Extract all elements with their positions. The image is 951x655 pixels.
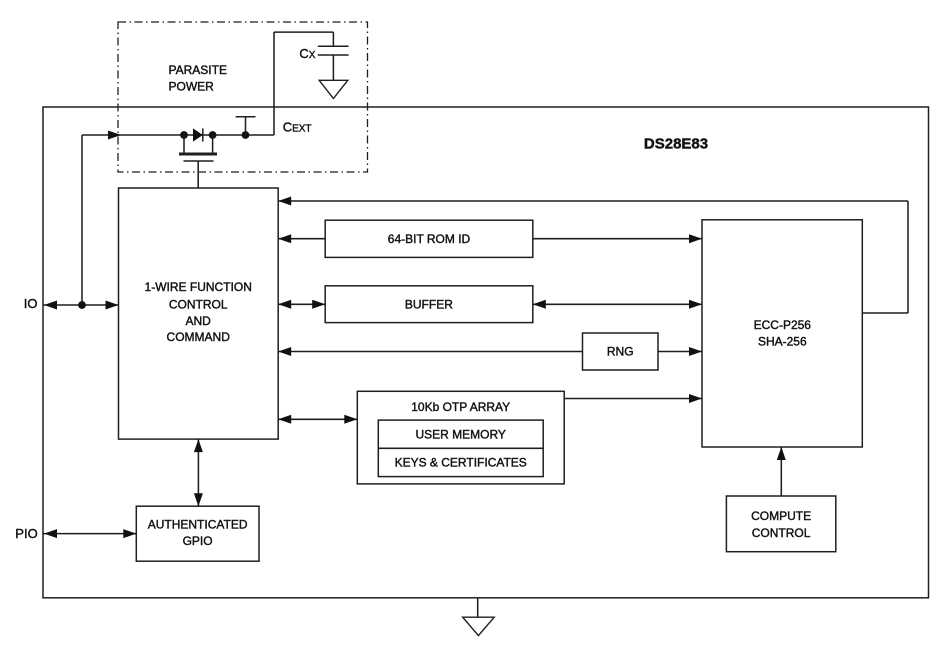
svg-text:DS28E83: DS28E83 — [644, 136, 708, 153]
svg-text:64-BIT ROM ID: 64-BIT ROM ID — [388, 232, 471, 246]
svg-text:RNG: RNG — [607, 345, 634, 359]
svg-text:CX: CX — [299, 46, 315, 61]
svg-text:CONTROL: CONTROL — [752, 526, 811, 540]
svg-text:PARASITE: PARASITE — [169, 63, 227, 77]
svg-text:ECC-P256: ECC-P256 — [754, 318, 812, 332]
svg-text:IO: IO — [24, 296, 38, 311]
svg-text:AND: AND — [186, 314, 212, 328]
svg-text:POWER: POWER — [169, 80, 215, 94]
svg-text:PIO: PIO — [15, 526, 37, 541]
svg-text:USER MEMORY: USER MEMORY — [415, 427, 505, 441]
svg-text:1-WIRE FUNCTION: 1-WIRE FUNCTION — [145, 280, 252, 294]
svg-text:GPIO: GPIO — [183, 534, 213, 548]
svg-text:KEYS & CERTIFICATES: KEYS & CERTIFICATES — [395, 456, 527, 470]
svg-text:COMMAND: COMMAND — [167, 330, 231, 344]
svg-text:SHA-256: SHA-256 — [758, 334, 807, 348]
svg-text:CONTROL: CONTROL — [169, 297, 228, 311]
svg-text:BUFFER: BUFFER — [405, 297, 453, 311]
svg-text:10Kb OTP ARRAY: 10Kb OTP ARRAY — [411, 400, 510, 414]
svg-text:AUTHENTICATED: AUTHENTICATED — [148, 518, 248, 532]
svg-text:CEXT: CEXT — [283, 120, 312, 135]
svg-text:COMPUTE: COMPUTE — [751, 509, 811, 523]
